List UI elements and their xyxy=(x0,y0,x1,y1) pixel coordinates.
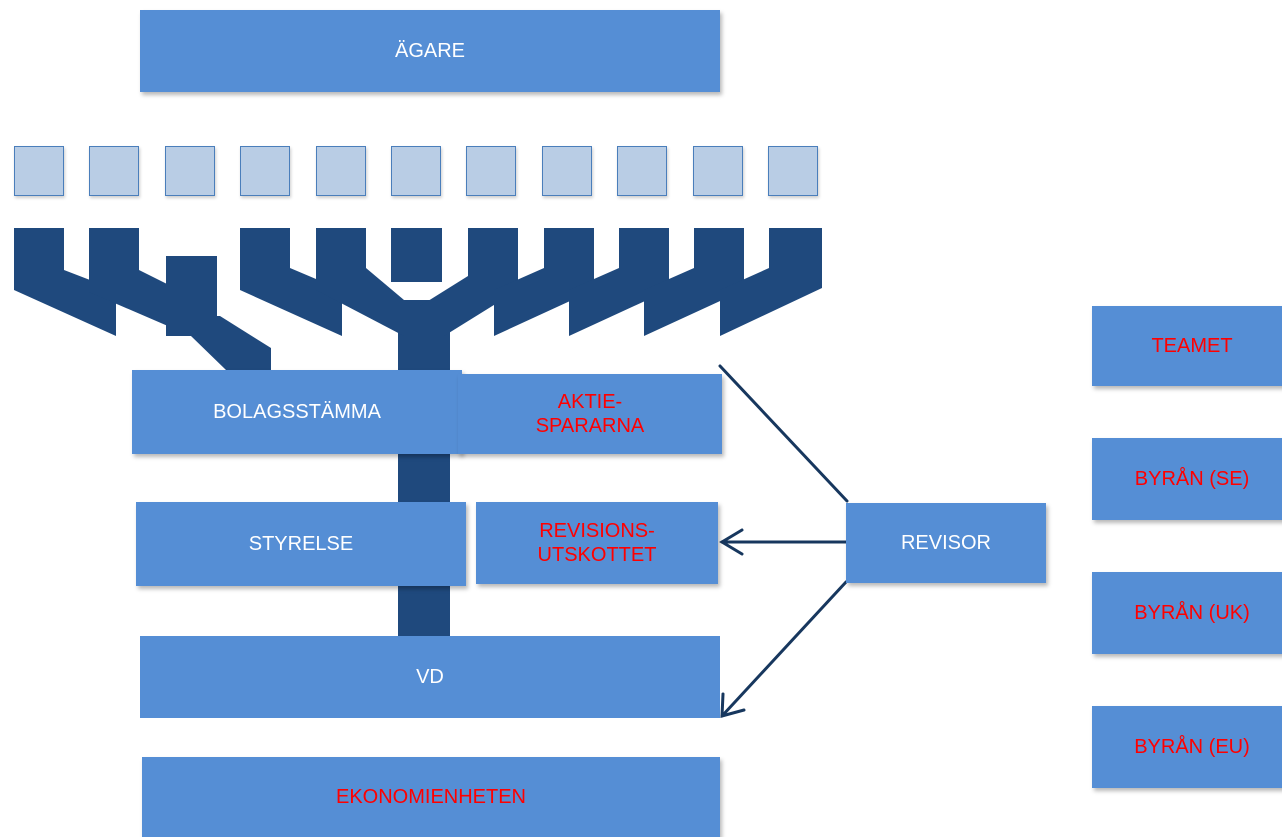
byran-uk-box: BYRÅN (UK) xyxy=(1092,572,1282,654)
arrow-revisor-to-vd xyxy=(720,580,848,718)
teamet-box: TEAMET xyxy=(1092,306,1282,386)
shareholder-square xyxy=(542,146,592,196)
styrelse-box: STYRELSE xyxy=(136,502,466,586)
shareholder-square xyxy=(693,146,743,196)
bolagsstamma-box: BOLAGSSTÄMMA xyxy=(132,370,462,454)
pipe-1 xyxy=(14,228,116,336)
shareholder-square xyxy=(768,146,818,196)
ekonomienheten-box: EKONOMIENHETEN xyxy=(142,757,720,837)
byran-se-box: BYRÅN (SE) xyxy=(1092,438,1282,520)
pipe-4 xyxy=(240,228,342,336)
byran-eu-box: BYRÅN (EU) xyxy=(1092,706,1282,788)
line-revisor-to-bolagsstamma xyxy=(718,364,849,503)
pipe-8 xyxy=(494,228,594,336)
pipe-5 xyxy=(316,228,404,336)
pipe-3-stub xyxy=(166,256,217,336)
shareholder-square xyxy=(14,146,64,196)
pipe-2 xyxy=(89,228,191,336)
pipe-6 xyxy=(391,228,442,282)
shareholder-square xyxy=(316,146,366,196)
shareholder-square xyxy=(617,146,667,196)
shareholder-square xyxy=(89,146,139,196)
arrowhead-styrelse xyxy=(719,528,744,556)
revisionsutskottet-box: REVISIONS- UTSKOTTET xyxy=(476,502,718,584)
shareholder-square xyxy=(466,146,516,196)
revisor-box: REVISOR xyxy=(846,503,1046,583)
shareholder-pipes xyxy=(14,228,822,636)
pipe-11 xyxy=(720,228,822,336)
shareholder-square xyxy=(165,146,215,196)
aktiespararna-box: AKTIE- SPARARNA xyxy=(458,374,722,454)
vd-box: VD xyxy=(140,636,720,718)
pipe-10 xyxy=(644,228,744,336)
shareholder-square xyxy=(391,146,441,196)
pipe-7 xyxy=(420,228,518,336)
revisor-arrows xyxy=(718,364,849,718)
shareholder-square xyxy=(240,146,290,196)
pipe-9 xyxy=(569,228,669,336)
owner-box: ÄGARE xyxy=(140,10,720,92)
arrowhead-vd xyxy=(720,692,746,718)
